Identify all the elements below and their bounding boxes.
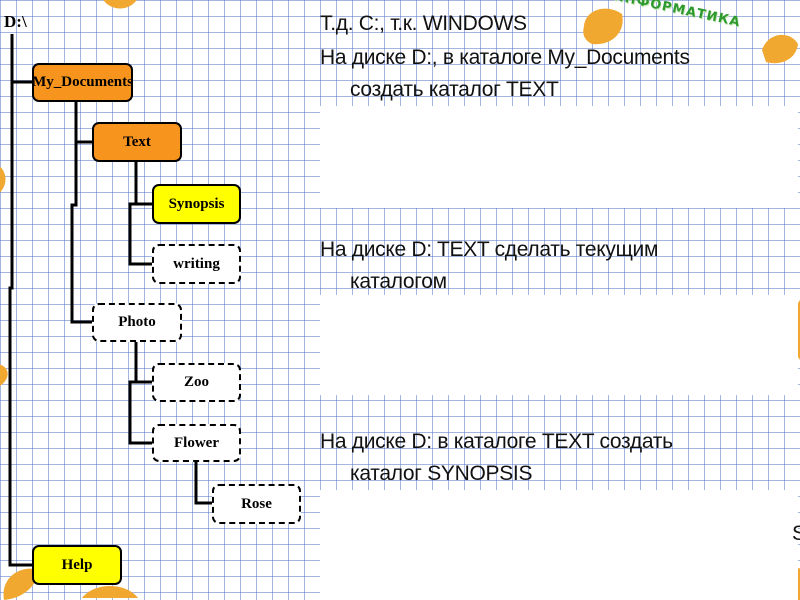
informatika-logo: ИНФОРМАТИКА xyxy=(611,0,742,31)
cut-off-text: S xyxy=(792,522,800,545)
folder-label: Rose xyxy=(241,495,272,512)
connector-mydocs-text xyxy=(74,102,92,144)
folder-text[interactable]: Text xyxy=(92,122,182,162)
answer-area-3 xyxy=(320,490,798,600)
folder-synopsis[interactable]: Synopsis xyxy=(152,184,241,224)
task-line: На диске D:, в каталоге My_Documents xyxy=(320,46,690,69)
folder-label: My_Documents xyxy=(32,74,133,90)
connector-root-help xyxy=(8,82,32,567)
answer-area-2 xyxy=(320,295,798,395)
folder-photo[interactable]: Photo xyxy=(92,303,182,342)
connector-mydocs-photo xyxy=(70,142,92,324)
connector-photo-flower xyxy=(128,380,152,445)
autumn-leaf-icon xyxy=(583,8,623,45)
folder-my-documents[interactable]: My_Documents xyxy=(32,63,133,102)
autumn-leaf-icon xyxy=(82,586,138,598)
task-line: Т.д. С:, т.к. WINDOWS xyxy=(320,12,527,35)
folder-zoo[interactable]: Zoo xyxy=(152,363,241,402)
connector-root-mydocs xyxy=(10,34,32,84)
task-line: На диске D: TEXT сделать текущим xyxy=(320,238,659,261)
autumn-leaf-icon xyxy=(762,34,798,64)
folder-label: Synopsis xyxy=(168,195,225,212)
root-drive-label: D:\ xyxy=(4,12,27,31)
tree-connectors xyxy=(8,34,212,567)
task-1: На диске D:, в каталоге My_Documents соз… xyxy=(320,42,690,106)
autumn-leaf-icon xyxy=(0,166,6,193)
task-2: На диске D: TEXT сделать текущим каталог… xyxy=(320,234,658,298)
connector-text-writing xyxy=(128,202,152,266)
task-note-windows: Т.д. С:, т.к. WINDOWS xyxy=(320,8,527,40)
folder-label: Photo xyxy=(118,314,156,330)
folder-label: Help xyxy=(61,556,93,573)
folder-label: Flower xyxy=(174,434,219,451)
folder-label: Text xyxy=(123,133,151,150)
folder-help[interactable]: Help xyxy=(32,545,122,585)
connector-flower-rose xyxy=(194,462,212,505)
autumn-leaf-icon xyxy=(0,364,8,386)
connector-photo-zoo xyxy=(134,342,152,384)
autumn-leaf-icon xyxy=(3,568,41,600)
task-line: каталог SYNOPSIS xyxy=(350,462,533,485)
task-line: На диске D: в каталоге TEXT создать xyxy=(320,430,673,453)
task-line: каталогом xyxy=(350,270,447,293)
answer-area-1 xyxy=(320,106,798,208)
folder-flower[interactable]: Flower xyxy=(152,424,241,462)
task-3: На диске D: в каталоге TEXT создать ката… xyxy=(320,426,673,490)
task-line: создать каталог TEXT xyxy=(350,78,559,101)
folder-label: writing xyxy=(173,255,220,272)
connector-text-synopsis xyxy=(134,162,152,206)
folder-rose[interactable]: Rose xyxy=(212,484,301,524)
autumn-leaf-icon xyxy=(103,0,137,9)
folder-writing[interactable]: writing xyxy=(152,244,241,284)
folder-label: Zoo xyxy=(183,374,209,390)
